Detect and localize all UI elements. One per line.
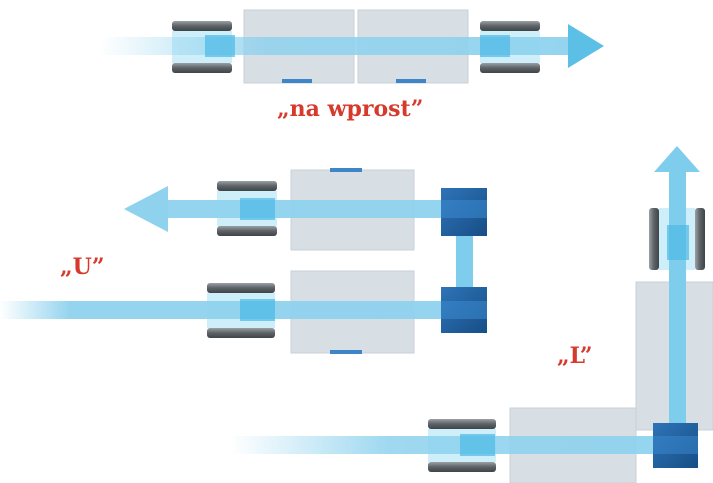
l-flow-horizontal <box>230 436 680 454</box>
l-flow-vertical <box>669 170 686 450</box>
l-flange-horizontal-top <box>428 419 496 429</box>
l-assembly <box>230 146 713 483</box>
u-flow-accent-upper <box>240 198 275 220</box>
label-straight: „na wprost” <box>277 96 424 122</box>
u-elbow-lower-flow <box>441 301 487 319</box>
u-flow-accent-lower <box>240 299 275 321</box>
l-flange-vertical-left <box>649 208 659 270</box>
l-flow-accent-vertical <box>667 225 689 260</box>
straight-assembly <box>100 9 604 84</box>
u-flange-upper-top <box>217 181 277 191</box>
arrow-head-icon <box>124 186 168 232</box>
l-flange-vertical-right <box>695 208 705 270</box>
label-l: „L” <box>557 343 593 369</box>
l-elbow-flow <box>653 436 698 454</box>
u-assembly <box>0 168 487 354</box>
u-marker-lower <box>330 350 362 354</box>
u-flange-upper-bottom <box>217 226 277 236</box>
straight-flange-right-bottom <box>480 63 540 73</box>
straight-flange-left-top <box>172 21 232 31</box>
straight-marker-right <box>396 79 426 83</box>
straight-flange-left-bottom <box>172 63 232 73</box>
l-flange-horizontal-bottom <box>428 462 496 472</box>
arrow-head-icon <box>568 24 604 68</box>
u-flow-upper <box>158 200 466 218</box>
straight-flange-right-top <box>480 21 540 31</box>
straight-marker-left <box>282 79 312 83</box>
u-flow-lower <box>0 301 466 319</box>
straight-flow-accent-left <box>205 35 235 57</box>
u-elbow-upper-flow <box>441 200 487 218</box>
u-marker-upper <box>330 168 362 172</box>
u-flange-lower-top <box>207 283 275 293</box>
l-flow-accent-horizontal <box>460 434 495 456</box>
straight-flow-accent-right <box>480 35 510 57</box>
u-flow-vertical <box>456 214 473 306</box>
label-u: „U” <box>60 254 105 280</box>
u-flange-lower-bottom <box>207 328 275 338</box>
arrow-head-icon <box>654 146 700 172</box>
